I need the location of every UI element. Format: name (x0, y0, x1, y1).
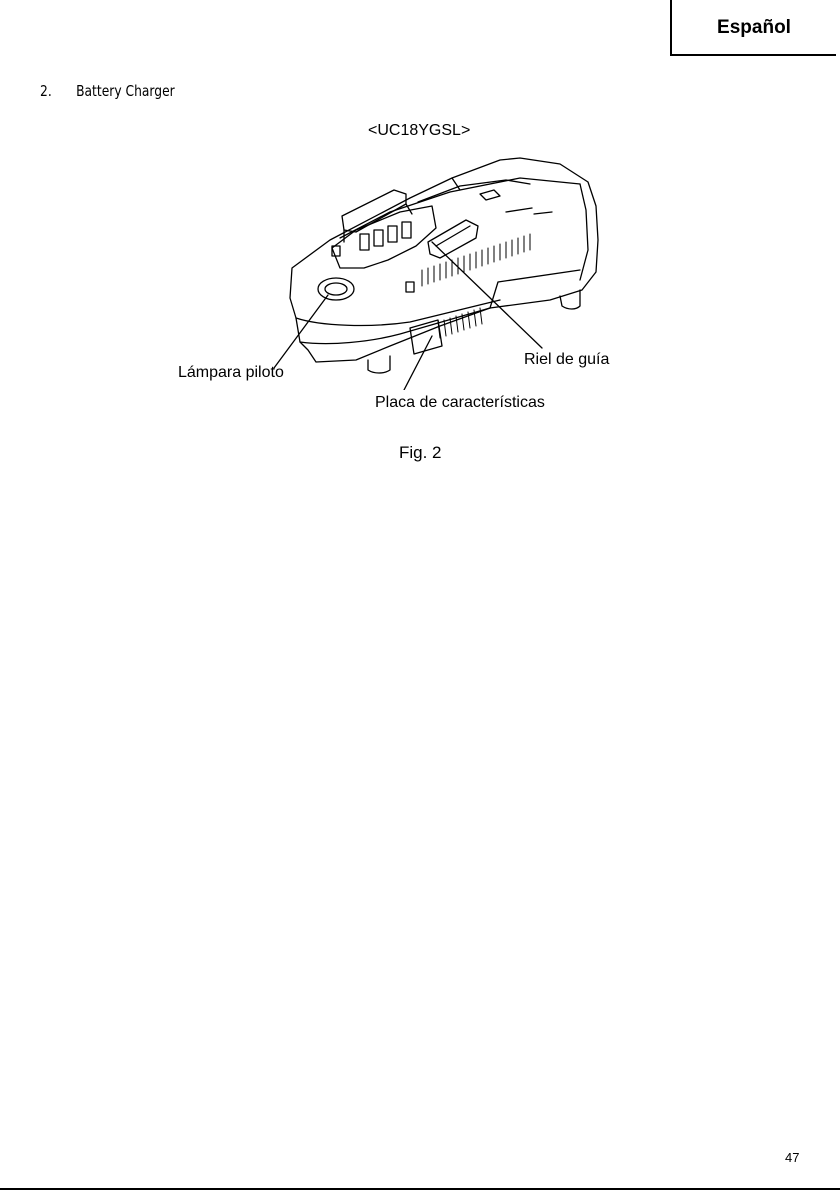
callout-pilot-lamp: Lámpara piloto (178, 364, 284, 382)
section-heading: 2.Battery Charger (40, 82, 175, 100)
model-label: <UC18YGSL> (368, 122, 470, 140)
callout-name-plate: Placa de características (375, 394, 545, 412)
section-number: 2. (40, 82, 76, 100)
callout-guide-rail: Riel de guía (524, 351, 609, 369)
page-number: 47 (785, 1150, 799, 1165)
language-tab: Español (670, 0, 836, 56)
figure-caption: Fig. 2 (399, 443, 442, 463)
section-title: Battery Charger (76, 82, 175, 100)
footer-rule (0, 1188, 840, 1190)
language-tab-label: Español (717, 17, 791, 39)
